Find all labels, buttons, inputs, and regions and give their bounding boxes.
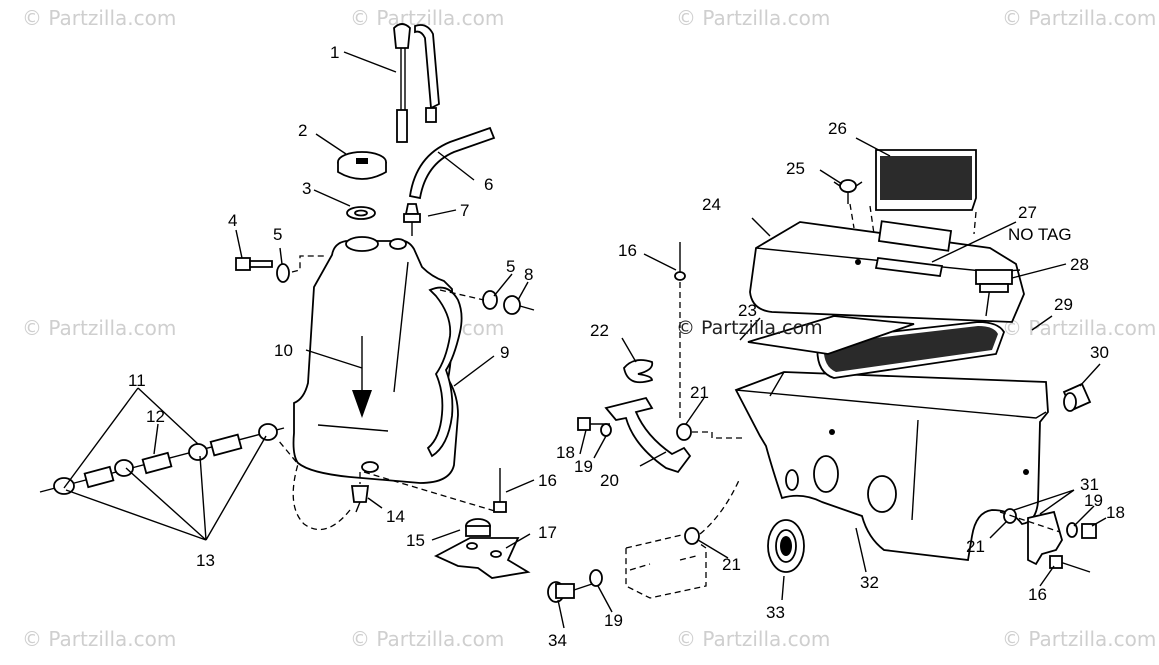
- callout-33: 33: [766, 603, 785, 622]
- watermark: © Partzilla.com: [676, 317, 823, 339]
- callout-7: 7: [460, 201, 469, 220]
- tank-bracket-part: [433, 537, 531, 579]
- watermark: © Partzilla.com: [1002, 6, 1157, 30]
- callout-23: 23: [738, 301, 757, 320]
- callout-21: 21: [690, 383, 709, 402]
- grommet-part: [684, 527, 700, 545]
- coupling-part: [1062, 382, 1092, 412]
- label-part: [874, 257, 944, 277]
- callout-13: 13: [196, 551, 215, 570]
- washer-part: [1066, 522, 1078, 538]
- watermark: © Partzilla.com: [676, 6, 831, 30]
- filler-neck-part: [345, 236, 379, 252]
- callout-30: 30: [1090, 343, 1109, 362]
- callout-11: 11: [128, 371, 146, 390]
- callout-12: 12: [146, 407, 165, 426]
- gasket-part: [346, 206, 376, 220]
- no-tag-note: NO TAG: [1008, 225, 1072, 244]
- callout-6: 6: [484, 175, 493, 194]
- rear-bracket-part: [1027, 510, 1063, 566]
- washer-part: [589, 569, 603, 587]
- gas-cap-part: [337, 151, 387, 180]
- callout-1: 1: [330, 43, 339, 62]
- callout-28: 28: [1070, 255, 1089, 274]
- drain-fitting-part: [833, 179, 863, 204]
- callout-5: 5: [273, 225, 282, 244]
- grommet-large-part: [767, 519, 805, 573]
- callout-16: 16: [1028, 585, 1047, 604]
- fuel-line-assembly-part: [39, 423, 285, 495]
- fuel-tank-part: [292, 239, 459, 484]
- callout-3: 3: [302, 179, 311, 198]
- watermark: © Partzilla.com: [350, 627, 505, 651]
- callout-17: 17: [538, 523, 557, 542]
- bolt-part: [547, 581, 575, 603]
- washer-part: [600, 423, 612, 437]
- callout-27: 27: [1018, 203, 1037, 222]
- callout-18: 18: [1106, 503, 1125, 522]
- callout-24: 24: [702, 195, 721, 214]
- watermark: © Partzilla.com: [22, 316, 177, 340]
- tank-shield-part: [426, 286, 463, 458]
- tank-nipple-part: [389, 238, 407, 250]
- label-part: [975, 269, 1013, 285]
- washer-part: [482, 290, 498, 310]
- airbox-port-part: [867, 475, 897, 513]
- watermark: © Partzilla.com: [1002, 316, 1157, 340]
- damper-part: [465, 518, 491, 537]
- callout-31: 31: [1080, 475, 1099, 494]
- callout-16: 16: [618, 241, 637, 260]
- bolt-part: [1081, 523, 1097, 539]
- bolt-part: [577, 417, 591, 431]
- callout-9: 9: [500, 343, 509, 362]
- vent-hose-part: [408, 126, 496, 200]
- airbox-gasket-part: [747, 315, 915, 355]
- callout-25: 25: [786, 159, 805, 178]
- callout-5: 5: [506, 257, 515, 276]
- callout-21: 21: [966, 537, 985, 556]
- callout-32: 32: [860, 573, 879, 592]
- callout-29: 29: [1054, 295, 1073, 314]
- cover-recess-part: [877, 220, 953, 252]
- watermark: © Partzilla.com: [676, 627, 831, 651]
- bolt-part: [235, 257, 273, 271]
- fitting-part: [403, 203, 421, 236]
- callout-2: 2: [298, 121, 307, 140]
- callout-16: 16: [538, 471, 557, 490]
- callout-18: 18: [556, 443, 575, 462]
- callout-26: 26: [828, 119, 847, 138]
- callout-19: 19: [574, 457, 593, 476]
- airbox-port-part: [813, 455, 839, 493]
- watermark: © Partzilla.com: [1002, 627, 1157, 651]
- leader-lines: [63, 51, 1107, 629]
- callout-19: 19: [1084, 491, 1103, 510]
- callout-10: 10: [274, 341, 293, 360]
- outlet-fitting-part: [361, 461, 379, 473]
- fuel-fitting-part: [350, 485, 370, 513]
- callout-14: 14: [386, 507, 405, 526]
- clip-part: [623, 359, 654, 384]
- callout-8: 8: [524, 265, 533, 284]
- mounting-bracket-part: [604, 396, 692, 474]
- grommet-part: [676, 423, 692, 441]
- airbox-cover-part: [749, 221, 1025, 323]
- nut-part: [503, 295, 521, 315]
- callout-19: 19: [604, 611, 623, 630]
- washer-part: [276, 263, 290, 283]
- callout-20: 20: [600, 471, 619, 490]
- watermark: © Partzilla.com: [22, 6, 177, 30]
- callout-34: 34: [548, 631, 567, 650]
- callout-15: 15: [406, 531, 425, 550]
- fuel-gauge-sender-part: [393, 23, 440, 143]
- callout-4: 4: [228, 211, 237, 230]
- callout-22: 22: [590, 321, 609, 340]
- callout-21: 21: [722, 555, 741, 574]
- watermark: © Partzilla.com: [22, 627, 177, 651]
